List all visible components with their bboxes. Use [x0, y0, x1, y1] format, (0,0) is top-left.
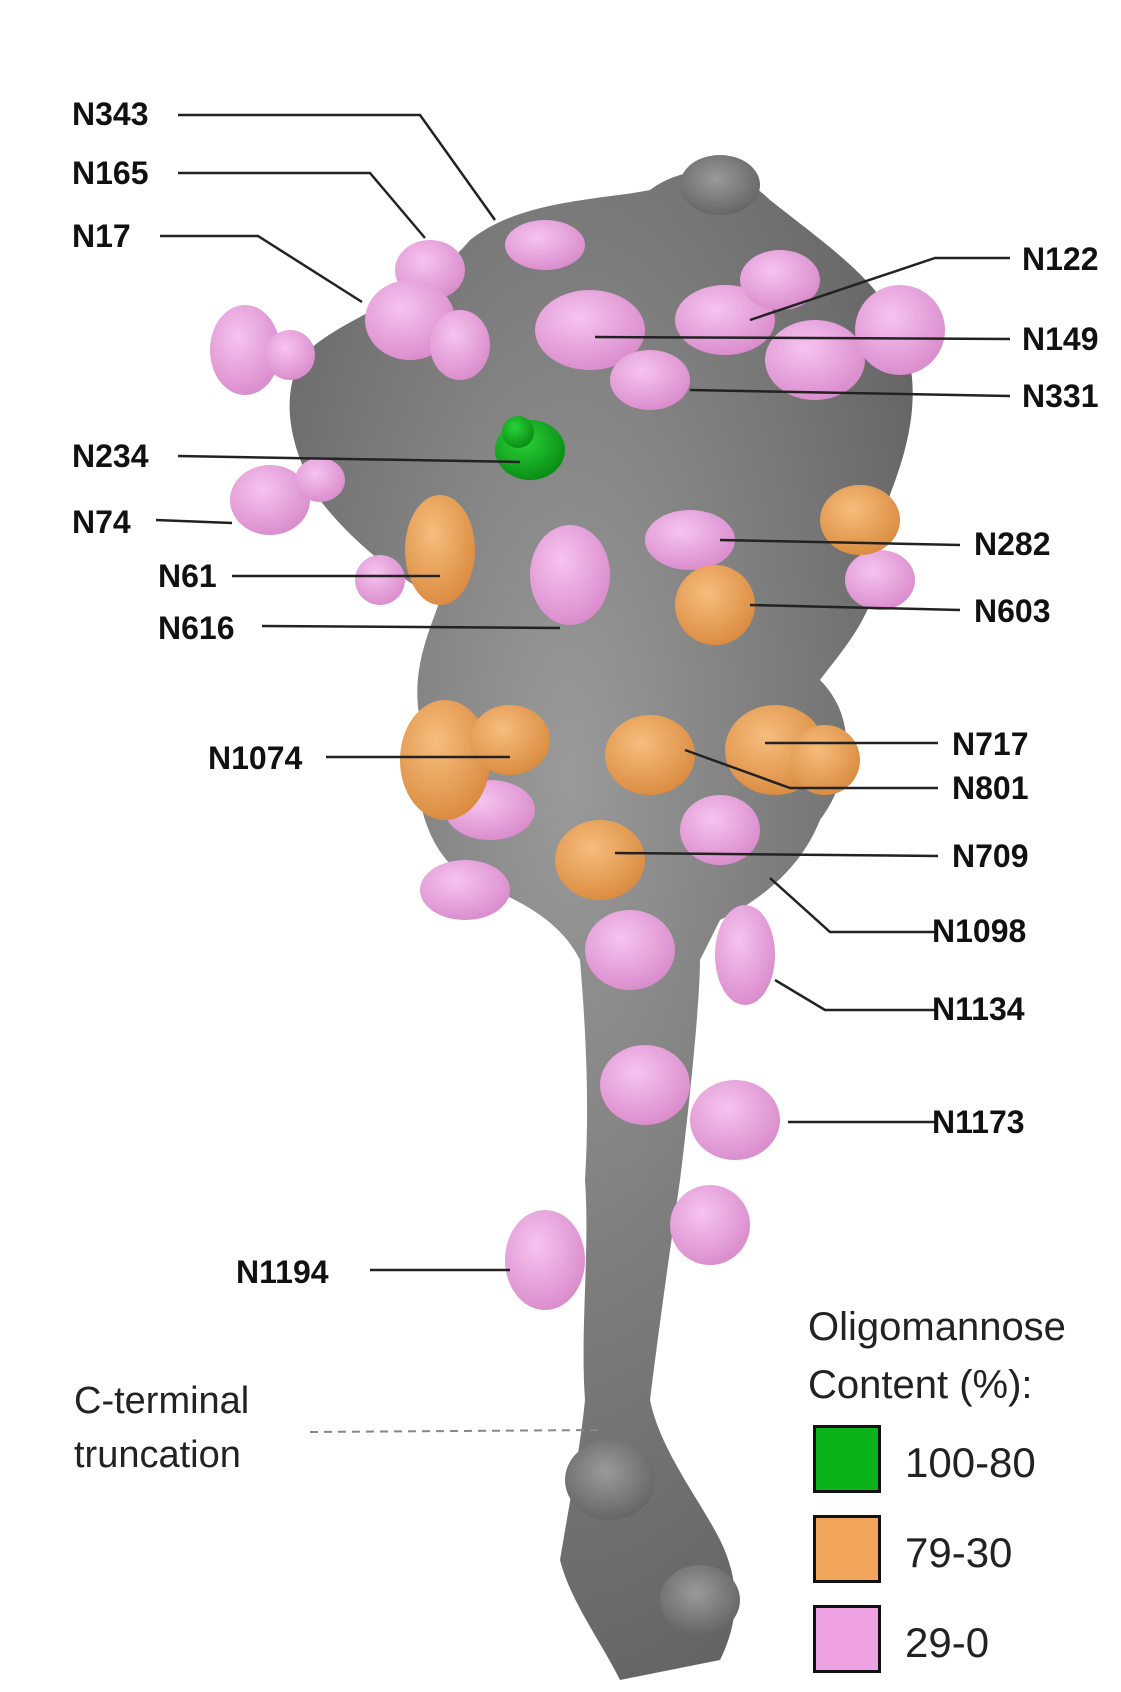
label-N801: N801: [952, 770, 1029, 806]
c-terminal-annotation: C-terminal truncation: [74, 1374, 249, 1482]
label-N149: N149: [1022, 321, 1099, 357]
label-N717: N717: [952, 726, 1029, 762]
label-N343: N343: [72, 96, 149, 132]
leader-lines: [155, 113, 1011, 1433]
legend-title-line2: Content (%):: [808, 1363, 1033, 1407]
label-N282: N282: [974, 526, 1051, 562]
legend-swatch-mid: [813, 1515, 881, 1583]
label-N1194: N1194: [236, 1254, 329, 1290]
label-N616: N616: [158, 610, 235, 646]
label-N122: N122: [1022, 241, 1099, 277]
label-N234: N234: [72, 438, 149, 474]
label-N709: N709: [952, 838, 1029, 874]
legend-swatch-high: [813, 1425, 881, 1493]
legend-title-line1: Oligomannose: [808, 1305, 1066, 1349]
label-N61: N61: [158, 558, 217, 594]
glycans-high-oligomannose: [495, 416, 565, 480]
label-N165: N165: [72, 155, 149, 191]
label-N1173: N1173: [932, 1104, 1025, 1140]
legend-range-mid: 79-30: [905, 1529, 1013, 1576]
label-N603: N603: [974, 593, 1051, 629]
legend-range-low: 29-0: [905, 1619, 990, 1666]
glycans-low-oligomannose: [210, 220, 945, 1310]
legend-range-high: 100-80: [905, 1439, 1036, 1486]
glycans-mid-oligomannose: [400, 485, 900, 900]
label-N74: N74: [72, 504, 131, 540]
label-N17: N17: [72, 218, 131, 254]
legend-title: Oligomannose Content (%):: [808, 1298, 1066, 1414]
label-N1098: N1098: [932, 913, 1027, 949]
label-N1134: N1134: [932, 991, 1025, 1027]
c-terminal-line1: C-terminal: [74, 1380, 250, 1422]
label-N331: N331: [1022, 378, 1099, 414]
c-terminal-line2: truncation: [74, 1434, 241, 1476]
label-N1074: N1074: [208, 740, 303, 776]
legend-swatch-low: [813, 1605, 881, 1673]
